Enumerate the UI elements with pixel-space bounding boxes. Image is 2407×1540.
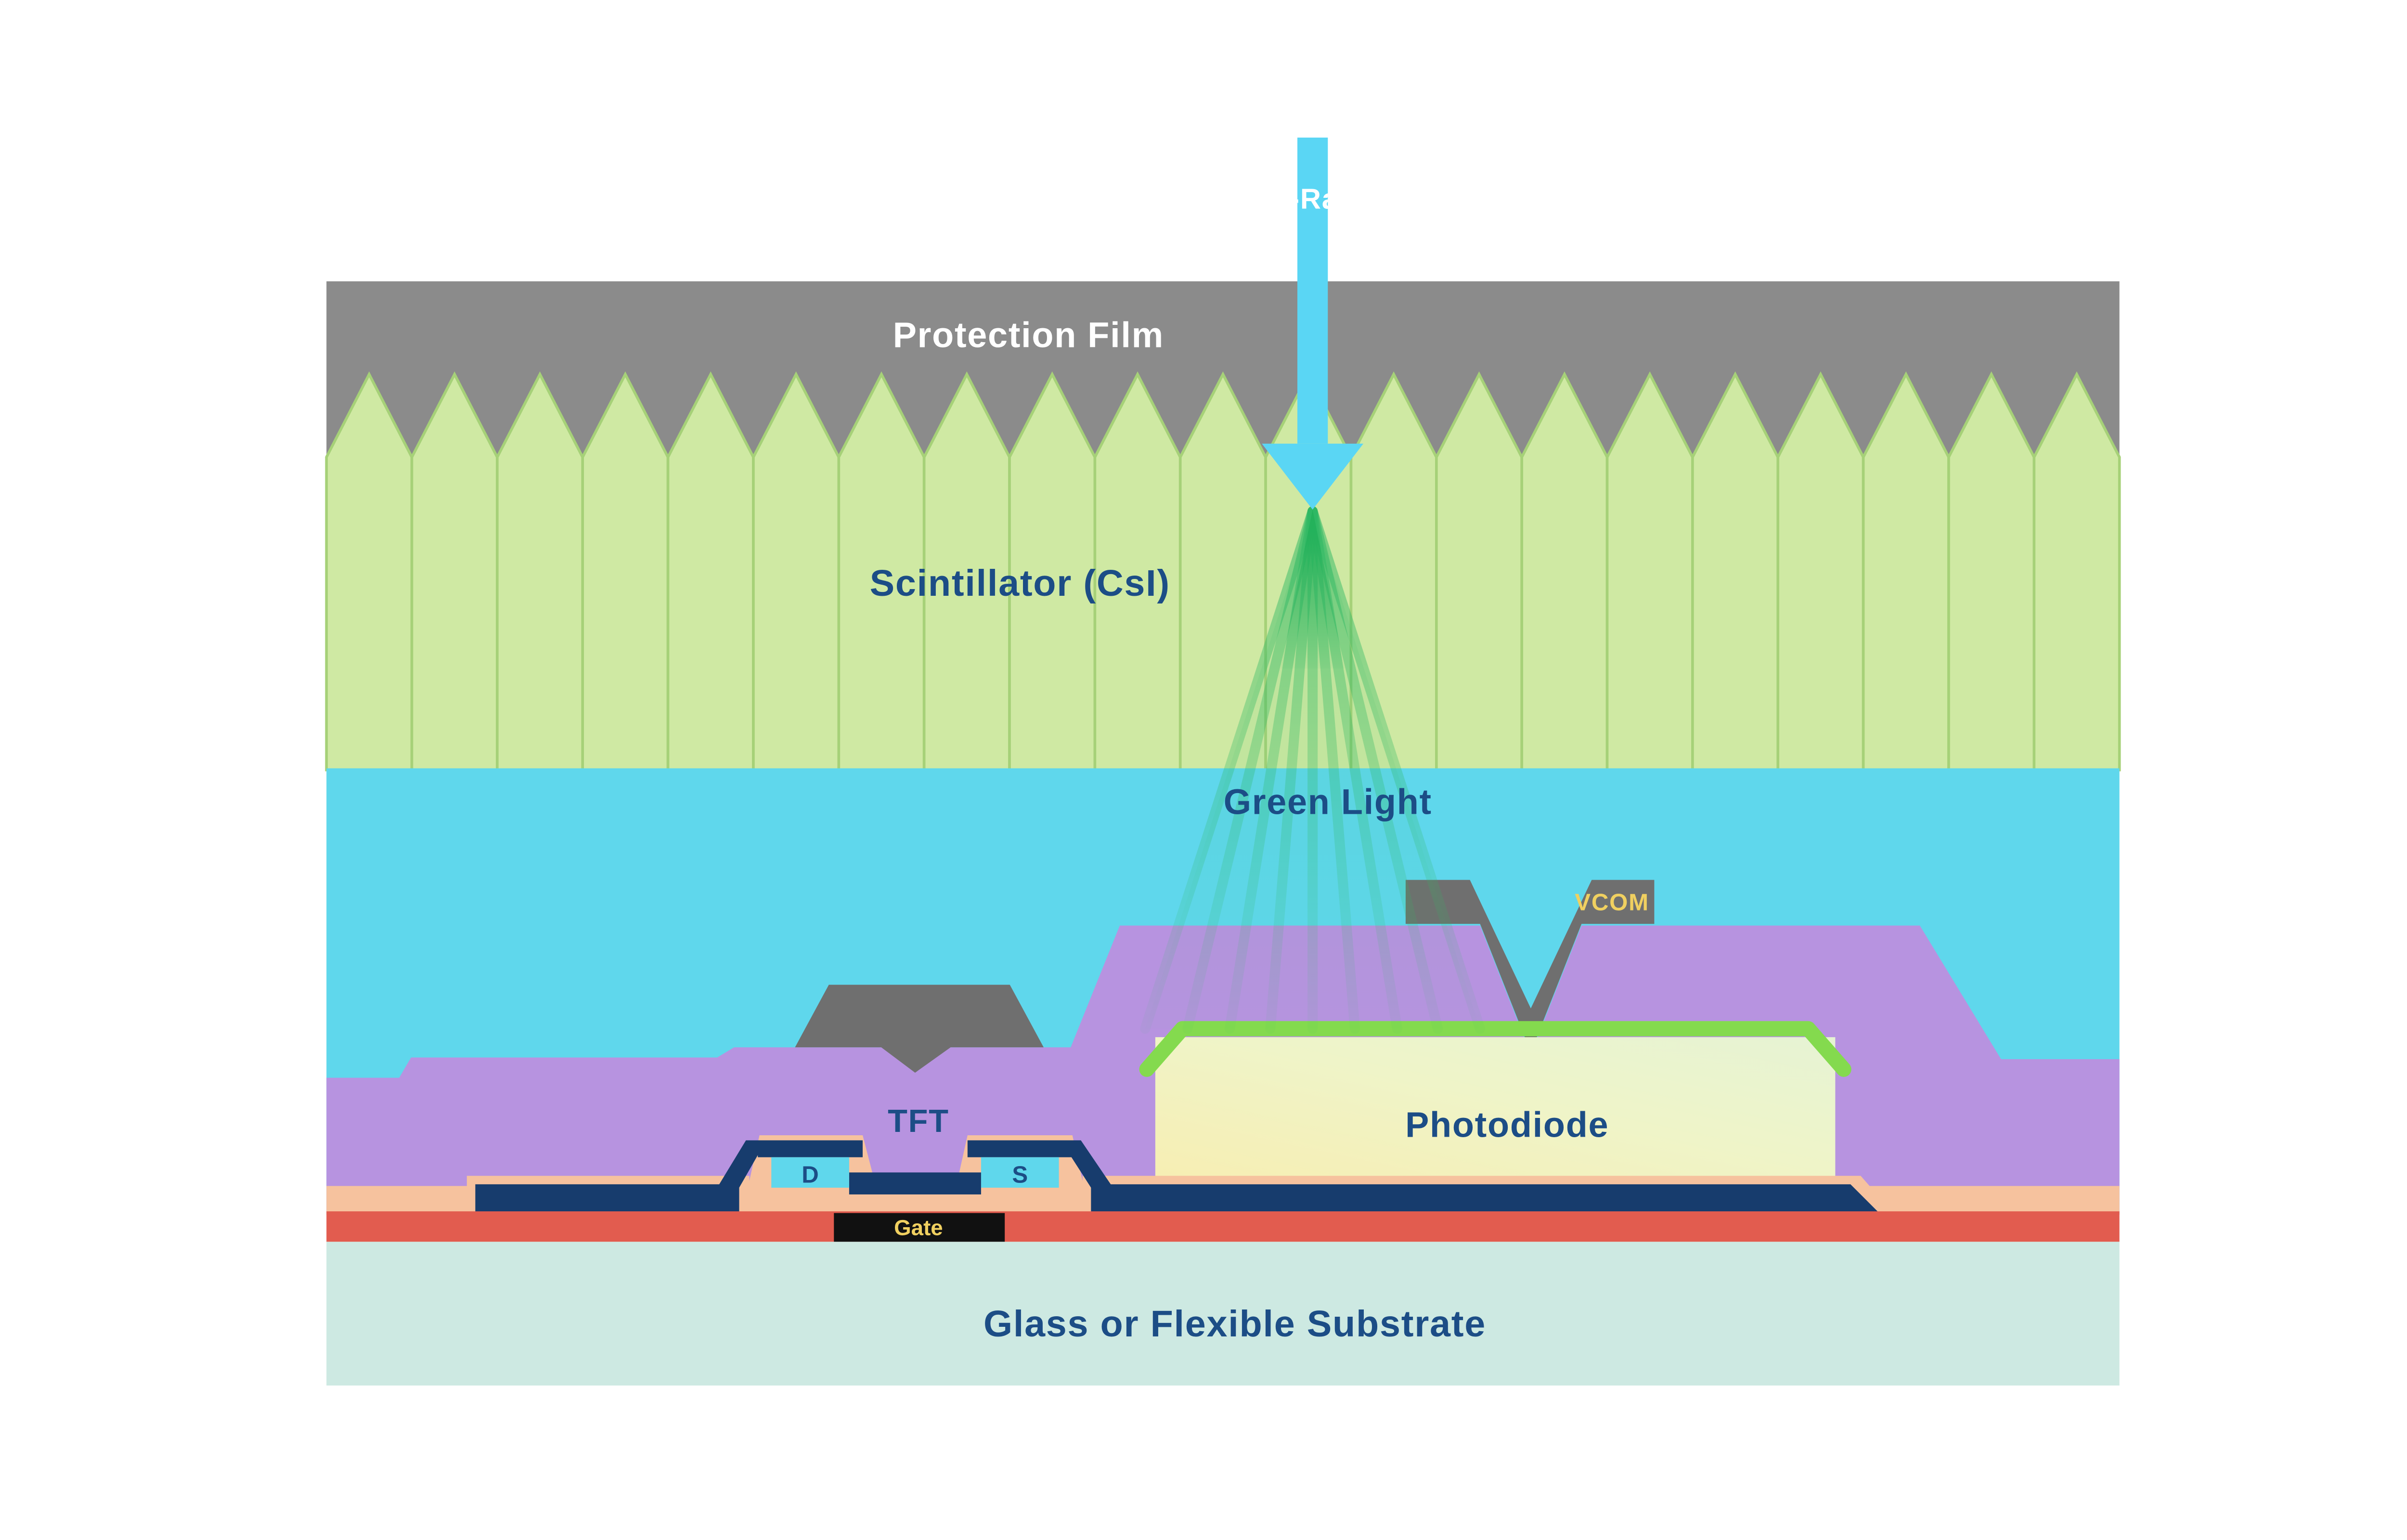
- tft-gate-label: Gate: [894, 1215, 943, 1240]
- scintillator-column: [1947, 371, 2036, 771]
- scintillator-column: [581, 371, 670, 771]
- scintillator-column: [666, 371, 755, 771]
- scintillator-column: [1605, 371, 1694, 771]
- substrate-layer: [326, 1242, 2120, 1386]
- photodiode-bottom-electrode: [1091, 1184, 1881, 1215]
- scintillator-column: [410, 371, 499, 771]
- tft-source-island: [981, 1157, 1059, 1188]
- photodiode-top-contact: [1139, 1021, 1851, 1077]
- scintillator-column: [752, 371, 841, 771]
- scintillator-label: Scintillator (CsI): [870, 563, 1170, 604]
- green-light-cone: [1280, 509, 1345, 669]
- scintillator-column: [1520, 371, 1609, 771]
- gate-electrode: [834, 1213, 1005, 1242]
- scintillator-column: [325, 371, 414, 771]
- protection-film-label: Protection Film: [893, 315, 1164, 355]
- xray-arrow: [1262, 137, 1364, 510]
- scintillator-column: [1862, 371, 1950, 771]
- tft-drain-label: D: [802, 1161, 819, 1188]
- green-light-label: Green Light: [1224, 782, 1432, 821]
- green-light-rays: [1140, 506, 1486, 1034]
- tft-source-cap: [967, 1140, 1073, 1157]
- xray-arrow-head: [1262, 443, 1364, 510]
- data-line-metal-left: [475, 1184, 739, 1215]
- shield-electrode: [795, 985, 1044, 1073]
- gate-insulator-layer: [326, 1211, 2120, 1242]
- tft-label: TFT: [888, 1104, 949, 1139]
- scintillator-column: [496, 371, 584, 771]
- scintillator-columns: [325, 371, 2121, 771]
- vcom-electrode: [1405, 880, 1655, 1052]
- tft-source-riser: [1061, 1140, 1113, 1188]
- scintillator-column: [1776, 371, 1865, 771]
- scintillator-column: [1691, 371, 1780, 771]
- scintillator-column: [2032, 371, 2121, 771]
- tft-source-label: S: [1012, 1161, 1028, 1188]
- xray-arrow-shaft: [1297, 137, 1328, 444]
- scintillator-column: [1435, 371, 1523, 771]
- photodiode-body: [1155, 1037, 1836, 1184]
- photodiode-label: Photodiode: [1405, 1104, 1609, 1144]
- tft-drain-cap: [758, 1140, 863, 1157]
- xray-label: X-Ray: [1270, 182, 1356, 215]
- vcom-label: VCOM: [1575, 889, 1649, 916]
- tft-drain-island: [771, 1157, 849, 1188]
- tft-drain-riser: [717, 1140, 766, 1188]
- tft-channel-metal: [849, 1172, 981, 1194]
- substrate-label: Glass or Flexible Substrate: [984, 1303, 1486, 1345]
